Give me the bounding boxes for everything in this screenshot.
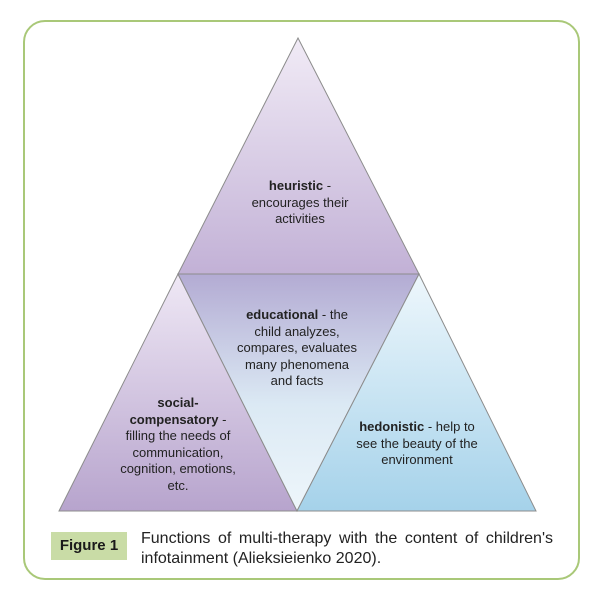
center-label-text: - the child analyzes, compares, evaluate…	[237, 307, 357, 388]
center-label-bold: educational	[246, 307, 319, 322]
figure-caption: Functions of multi-therapy with the cont…	[141, 530, 553, 567]
figure-badge: Figure 1	[51, 532, 127, 560]
left-label-text: - filling the needs of communication, co…	[120, 411, 236, 493]
left-label-bold: social-compensatory	[129, 395, 219, 427]
right-label: hedonistic - help to see the beauty of t…	[355, 419, 479, 469]
left-label: social-compensatory - filling the needs …	[120, 395, 236, 494]
top-label-bold: heuristic	[268, 178, 324, 193]
right-triangle	[296, 272, 537, 512]
right-label-bold: hedonistic	[359, 419, 425, 434]
center-label: educational - the child analyzes, compar…	[234, 307, 360, 390]
top-triangle	[177, 36, 420, 275]
right-label-text: - help to see the beauty of the environm…	[356, 419, 478, 467]
top-label-text: - encourages their activities	[251, 178, 349, 226]
top-label: heuristic - encourages their activities	[238, 178, 362, 228]
